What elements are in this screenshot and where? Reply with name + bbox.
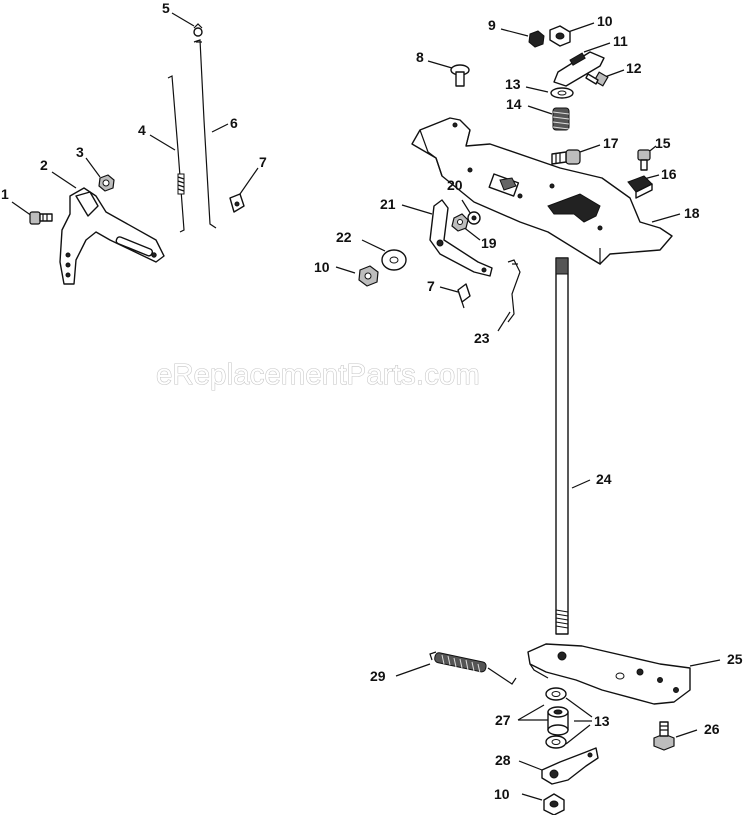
part-14-spring-icon <box>552 107 570 131</box>
part-21-lever-icon <box>429 199 493 277</box>
part-17-bolt-icon <box>551 149 581 165</box>
label-9: 9 <box>488 17 496 33</box>
part-16-clamp-icon <box>627 175 653 199</box>
part-25-plate-icon <box>527 643 691 705</box>
label-5: 5 <box>162 0 170 16</box>
label-10-bottom: 10 <box>494 786 510 802</box>
label-8: 8 <box>416 49 424 65</box>
label-18: 18 <box>684 205 700 221</box>
part-5-clip-icon <box>193 23 203 37</box>
label-28: 28 <box>495 752 511 768</box>
label-26: 26 <box>704 721 720 737</box>
label-6: 6 <box>230 115 238 131</box>
label-7-mid: 7 <box>427 278 435 294</box>
part-3-nut-icon <box>98 174 115 192</box>
label-24: 24 <box>596 471 612 487</box>
part-23-link-rod-icon <box>507 259 521 323</box>
part-27-spacer-icon <box>547 706 569 736</box>
part-8-screw-icon <box>450 64 470 87</box>
label-1: 1 <box>1 186 9 202</box>
part-11-swivel-icon <box>553 51 605 87</box>
label-16: 16 <box>661 166 677 182</box>
label-12: 12 <box>626 60 642 76</box>
label-19: 19 <box>481 235 497 251</box>
part-13-washer-icon-2 <box>545 687 567 749</box>
leader-lines <box>11 12 721 801</box>
label-7-left: 7 <box>259 154 267 170</box>
part-2-bracket-icon <box>59 187 165 285</box>
label-21: 21 <box>380 196 396 212</box>
label-20: 20 <box>447 177 463 193</box>
part-4-rod-icon <box>167 75 185 233</box>
part-15-screw-icon <box>637 149 651 171</box>
part-28-lever-icon <box>541 747 599 785</box>
part-29-spring-icon <box>429 651 517 685</box>
part-22-washer-icon <box>381 249 407 271</box>
part-7-clip-icon-2 <box>457 283 471 309</box>
label-23: 23 <box>474 330 490 346</box>
label-13-bottom: 13 <box>594 713 610 729</box>
part-1-screw-icon <box>29 211 53 225</box>
part-number-labels: 1 2 3 4 5 6 7 8 9 10 11 12 13 14 17 15 1… <box>1 0 743 802</box>
label-11: 11 <box>613 33 628 49</box>
label-10-mid: 10 <box>314 259 330 275</box>
label-14: 14 <box>506 96 522 112</box>
label-27: 27 <box>495 712 511 728</box>
label-15: 15 <box>655 135 671 151</box>
label-13-top: 13 <box>505 76 521 92</box>
label-4: 4 <box>138 122 146 138</box>
part-10-nut-icon-2 <box>358 265 379 287</box>
part-7-clip-icon <box>229 193 245 213</box>
label-17: 17 <box>603 135 619 151</box>
part-10-nut-icon <box>549 25 571 47</box>
part-12-screw-icon <box>585 71 609 87</box>
label-25: 25 <box>727 651 743 667</box>
part-19-washer-icon <box>467 211 481 225</box>
part-20-nut-icon <box>451 213 469 232</box>
part-9-nut-icon <box>528 30 545 48</box>
label-29: 29 <box>370 668 386 684</box>
part-13-washer-icon <box>550 87 574 99</box>
label-22: 22 <box>336 229 352 245</box>
label-10-top: 10 <box>597 13 613 29</box>
label-2: 2 <box>40 157 48 173</box>
label-3: 3 <box>76 144 84 160</box>
part-26-screw-icon <box>653 721 675 751</box>
part-6-rod-icon <box>193 39 217 229</box>
part-10-nut-icon-3 <box>543 793 565 815</box>
watermark-text: eReplacementParts.com <box>156 359 480 391</box>
part-18-control-bracket-icon <box>411 117 673 266</box>
part-24-shaft-icon <box>555 257 569 635</box>
